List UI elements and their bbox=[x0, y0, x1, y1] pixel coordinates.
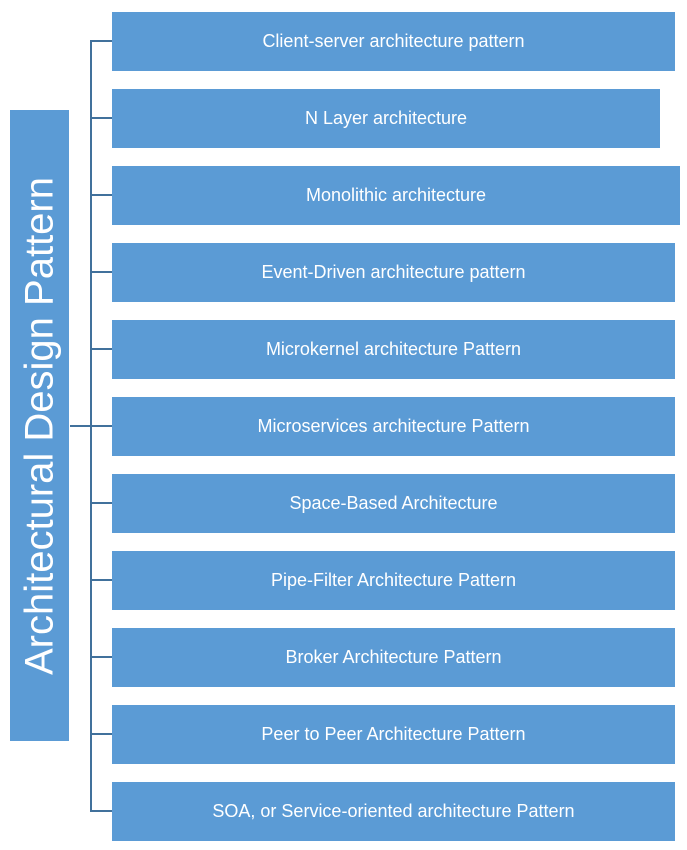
pattern-box: SOA, or Service-oriented architecture Pa… bbox=[112, 782, 675, 841]
branch-connector bbox=[90, 117, 112, 119]
pattern-box: Event-Driven architecture pattern bbox=[112, 243, 675, 302]
pattern-box: Space-Based Architecture bbox=[112, 474, 675, 533]
branch-connector bbox=[90, 40, 112, 42]
branch-connector bbox=[90, 810, 112, 812]
branch-connector bbox=[90, 579, 112, 581]
pattern-box: Pipe-Filter Architecture Pattern bbox=[112, 551, 675, 610]
branch-connector bbox=[90, 502, 112, 504]
pattern-box: Monolithic architecture bbox=[112, 166, 680, 225]
pattern-box: N Layer architecture bbox=[112, 89, 660, 148]
title-connector bbox=[70, 425, 92, 427]
branch-connector bbox=[90, 656, 112, 658]
pattern-box: Microkernel architecture Pattern bbox=[112, 320, 675, 379]
pattern-box: Client-server architecture pattern bbox=[112, 12, 675, 71]
branch-connector bbox=[90, 425, 112, 427]
branch-connector bbox=[90, 733, 112, 735]
branch-connector bbox=[90, 194, 112, 196]
pattern-box: Microservices architecture Pattern bbox=[112, 397, 675, 456]
branch-connector bbox=[90, 348, 112, 350]
pattern-box: Peer to Peer Architecture Pattern bbox=[112, 705, 675, 764]
title-box: Architectural Design Pattern bbox=[10, 110, 69, 741]
diagram-title: Architectural Design Pattern bbox=[17, 176, 61, 675]
pattern-box: Broker Architecture Pattern bbox=[112, 628, 675, 687]
branch-connector bbox=[90, 271, 112, 273]
